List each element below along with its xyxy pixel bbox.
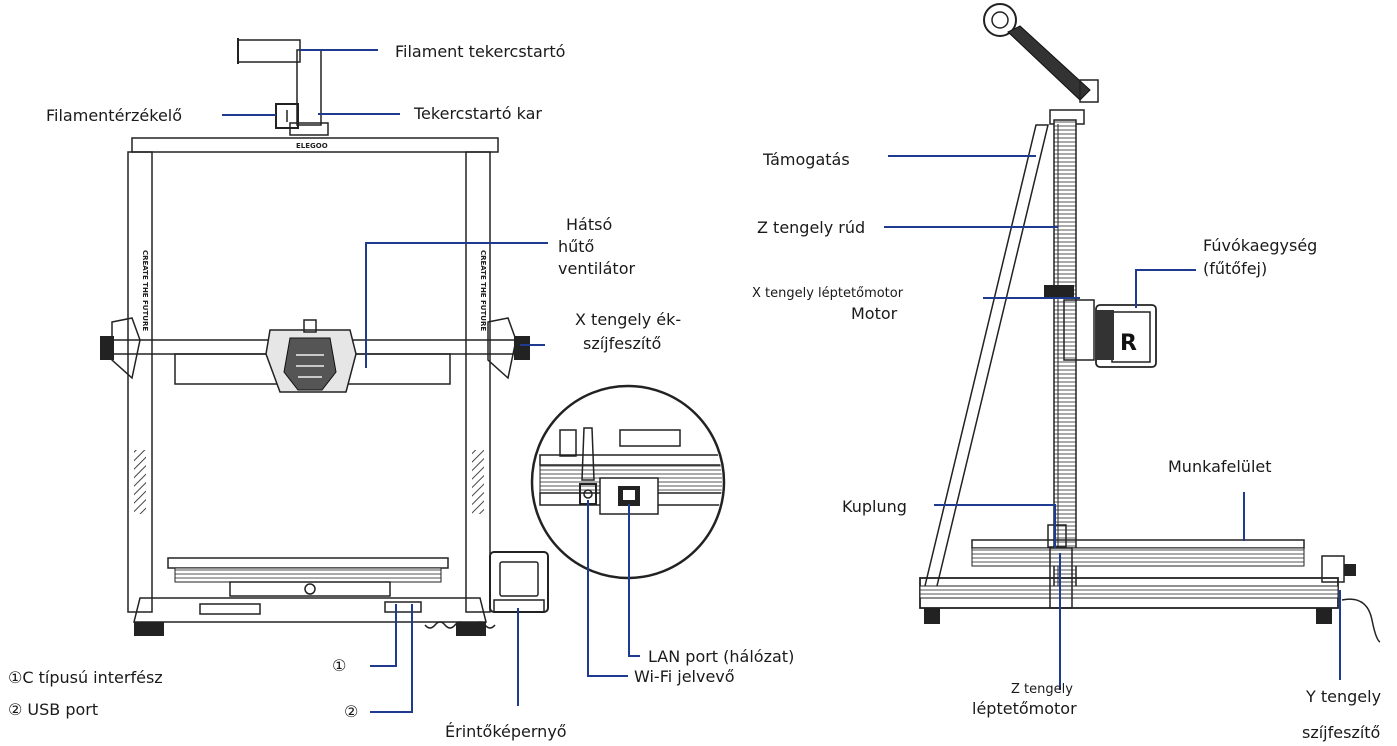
label-spool-arm: Tekercstartó kar (413, 104, 542, 123)
label-touchscreen: Érintőképernyő (445, 722, 567, 741)
spool-holder (237, 38, 329, 136)
label-filament-sensor: Filamentérzékelő (46, 106, 182, 125)
print-head-front (265, 319, 357, 393)
label-nozzle-1: Fúvókaegység (1203, 236, 1317, 255)
left-upright (127, 151, 153, 613)
label-marker-2: ② (344, 702, 358, 721)
front-printer: ELEGOO CREATE THE FUTURE CREATE THE FUTU… (100, 38, 549, 636)
leader-lines (222, 49, 1341, 713)
leader-type-c (370, 604, 397, 667)
label-x-belt-1: X tengely ék- (575, 310, 681, 329)
label-wifi: Wi-Fi jelvevő (634, 667, 735, 686)
port-detail-zoom (530, 384, 726, 580)
right-upright (465, 151, 491, 613)
z-column (1053, 119, 1077, 591)
print-head-side: R (1095, 304, 1157, 368)
side-printer: R (919, 3, 1381, 643)
label-support: Támogatás (762, 150, 850, 169)
x-motor-side (1044, 285, 1095, 361)
legend-item-2: ② USB port (8, 700, 98, 719)
legend-item-1: ①C típusú interfész (8, 668, 163, 687)
top-frame-bar (131, 137, 499, 153)
label-z-motor-2: léptetőmotor (972, 699, 1077, 718)
support-strut (923, 124, 1049, 591)
filament-sensor (275, 103, 299, 129)
left-hatch (134, 450, 146, 514)
labels: Filament tekercstartó Tekercstartó kar F… (8, 42, 1381, 742)
label-rear-fan-3: ventilátor (558, 259, 635, 278)
label-z-motor-1: Z tengely (1011, 682, 1073, 697)
leader-usb (370, 604, 413, 713)
head-letter: R (1120, 331, 1137, 356)
label-spool-holder: Filament tekercstartó (395, 42, 565, 61)
label-lan: LAN port (hálózat) (648, 647, 794, 666)
side-base (919, 547, 1381, 643)
right-hatch (472, 450, 484, 514)
touchscreen-device (489, 551, 549, 613)
leader-coupling (934, 504, 1056, 548)
label-x-belt-2: szíjfeszítő (583, 334, 661, 353)
label-coupling: Kuplung (842, 497, 907, 516)
leader-wifi (587, 500, 628, 677)
leader-nozzle (1135, 269, 1196, 308)
label-x-motor-2: Motor (851, 304, 898, 323)
label-rear-fan-1: Hátsó (566, 215, 612, 234)
front-base (133, 597, 496, 636)
label-bed: Munkafelület (1168, 457, 1272, 476)
label-z-rod: Z tengely rúd (757, 218, 865, 237)
spool-arm-side (983, 3, 1099, 103)
leader-lan (628, 504, 640, 657)
label-y-belt-2: szíjfeszítő (1302, 723, 1380, 742)
label-marker-1: ① (332, 656, 346, 675)
printer-logo: ELEGOO (296, 142, 328, 150)
frame-slogan-right: CREATE THE FUTURE (479, 250, 487, 331)
label-x-motor-1: X tengely léptetőmotor (752, 286, 904, 301)
front-bed (167, 557, 449, 597)
leader-rear-fan (365, 242, 548, 368)
label-nozzle-2: (fűtőfej) (1203, 259, 1267, 278)
frame-slogan-left: CREATE THE FUTURE (141, 250, 149, 331)
side-bed (971, 524, 1305, 567)
label-rear-fan-2: hűtő (558, 237, 594, 256)
label-y-belt-1: Y tengely (1305, 687, 1381, 706)
